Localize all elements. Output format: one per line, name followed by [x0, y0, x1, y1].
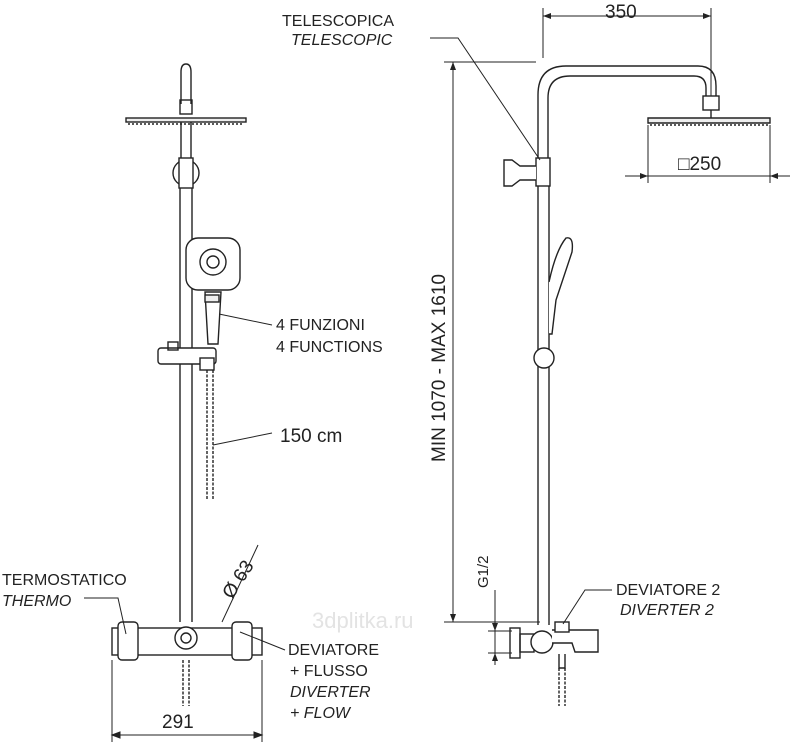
leader-telescopic	[430, 37, 541, 161]
front-leaders	[84, 313, 286, 651]
label-telescopic-it: TELESCOPICA	[282, 13, 394, 30]
front-rain-head	[125, 117, 247, 123]
label-width-291: 291	[162, 712, 194, 733]
side-arm-inner	[547, 75, 707, 160]
front-hand-shower-head	[185, 237, 241, 291]
front-arm-hook	[180, 63, 192, 104]
front-mixer-outlet	[174, 626, 198, 650]
side-hand-shower	[548, 237, 574, 335]
side-rain-head	[647, 117, 771, 124]
front-hose	[206, 370, 214, 500]
label-hose-length: 150 cm	[280, 426, 342, 447]
label-functions-en: 4 FUNCTIONS	[276, 339, 383, 356]
front-hand-shower-handle	[204, 291, 222, 345]
label-diverter2-it: DEVIATORE 2	[616, 582, 720, 599]
label-diverter-flow-2: + FLUSSO	[290, 663, 368, 680]
side-slider	[533, 347, 555, 369]
label-functions-it: 4 FUNZIONI	[276, 317, 365, 334]
label-diverter2-en: DIVERTER 2	[620, 602, 714, 619]
side-telescopic-joint	[535, 157, 551, 187]
watermark: 3dplitka.ru	[312, 608, 414, 633]
leader-thermo	[84, 597, 127, 635]
front-arm-joint	[179, 99, 193, 115]
front-thermo-knob	[117, 621, 139, 661]
dim-291	[110, 660, 264, 742]
front-diverter-knob	[231, 621, 253, 661]
side-mixer-knob	[530, 630, 554, 654]
side-lower-hose	[558, 668, 566, 706]
leader-diverter-2	[562, 589, 612, 625]
side-diverter-2	[554, 621, 570, 633]
label-thermo-it: TERMOSTATICO	[2, 572, 127, 589]
label-head-250: □250	[678, 154, 721, 175]
label-diameter: Ø 63	[219, 557, 259, 603]
leader-diverter-flow	[239, 631, 286, 651]
leader-hose	[212, 432, 273, 446]
leader-diameter	[221, 544, 259, 623]
side-dimensions	[430, 8, 790, 665]
label-thermo-en: THERMO	[2, 593, 71, 610]
front-lower-hose	[182, 660, 190, 706]
leader-functions	[218, 313, 273, 326]
side-arm-joint	[702, 95, 720, 111]
side-view	[503, 65, 771, 706]
label-diverter-flow-4: + FLOW	[290, 705, 352, 722]
label-diverter-flow-3: DIVERTER	[290, 684, 371, 701]
label-diverter-flow-1: DEVIATORE	[288, 642, 379, 659]
side-lower-outlet	[558, 654, 566, 669]
label-telescopic-en: TELESCOPIC	[291, 32, 393, 49]
label-thread: G1/2	[475, 555, 492, 588]
side-arm-outer	[537, 65, 717, 160]
label-width-350: 350	[605, 2, 637, 23]
side-upper-knob	[503, 159, 536, 187]
front-view	[111, 63, 263, 706]
label-height-range: MIN 1070 - MAX 1610	[429, 274, 450, 462]
side-spout	[552, 629, 599, 653]
